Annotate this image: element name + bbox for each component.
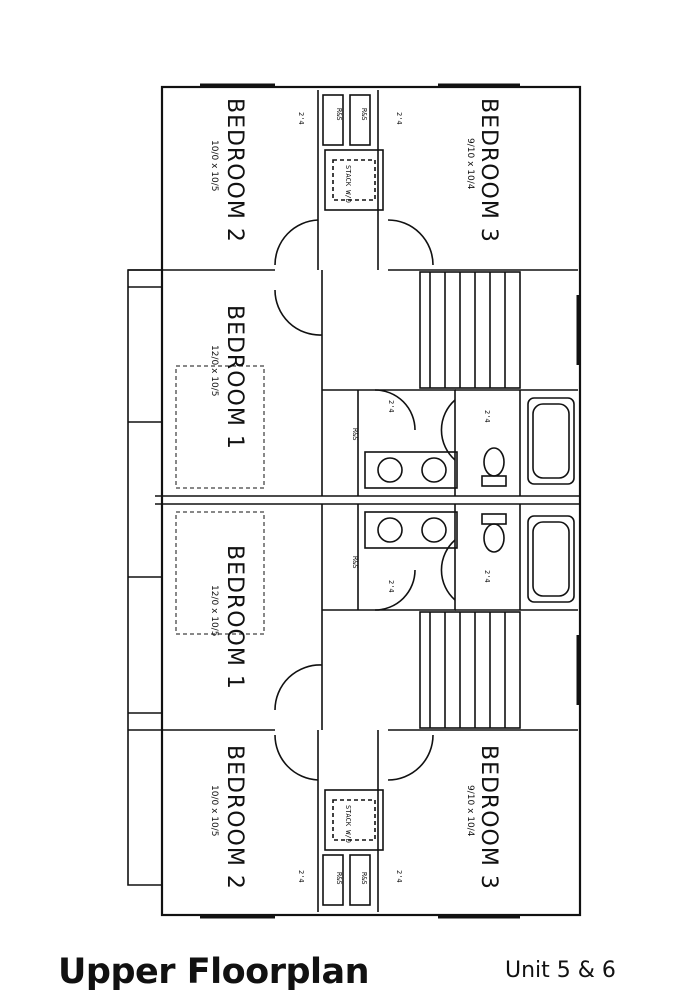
shelf-tag: R&S — [351, 428, 359, 441]
shelf-tag: R&S — [360, 108, 368, 121]
stairs-top — [419, 271, 521, 389]
door-tag: 2'4 — [387, 400, 395, 413]
partition — [321, 504, 375, 730]
toilet — [483, 447, 505, 477]
vanity — [364, 511, 458, 549]
stack-tag: STACK W/D — [344, 805, 352, 843]
outer-wall — [160, 85, 582, 917]
bedroom3-dim-top: 9/10 x 10/4 — [465, 138, 475, 190]
bay-wall — [128, 286, 162, 714]
bed-outline — [175, 365, 265, 489]
partition — [128, 729, 578, 912]
bedroom3-label-bottom: BEDROOM 3 — [476, 745, 501, 890]
bathtub — [527, 397, 575, 485]
stack-tag: STACK W/D — [344, 165, 352, 203]
door-tag: 2'4 — [395, 870, 403, 883]
partition — [455, 504, 578, 611]
bedroom1-label-bottom: BEDROOM 1 — [222, 545, 247, 690]
closet — [322, 94, 344, 146]
closet — [322, 854, 344, 906]
bedroom2-label-bottom: BEDROOM 2 — [222, 745, 247, 890]
toilet — [483, 523, 505, 553]
bedroom2-label-top: BEDROOM 2 — [222, 98, 247, 243]
bedroom2-dim-top: 10/0 x 10/5 — [209, 140, 219, 191]
bedroom3-label-top: BEDROOM 3 — [476, 98, 501, 243]
bedroom3-dim-bottom: 9/10 x 10/4 — [465, 785, 475, 837]
shelf-tag: R&S — [351, 556, 359, 569]
door-tag: 2'4 — [483, 570, 491, 583]
shelf-tag: R&S — [335, 872, 343, 885]
bedroom2-dim-bottom: 10/0 x 10/5 — [209, 785, 219, 836]
bedroom1-label-top: BEDROOM 1 — [222, 305, 247, 450]
partition — [455, 389, 578, 496]
door-tag: 2'4 — [483, 410, 491, 423]
vanity — [364, 451, 458, 489]
stairs-bottom — [419, 611, 521, 729]
door-tag: 2'4 — [395, 112, 403, 125]
windows — [200, 83, 520, 919]
door-swing — [274, 219, 434, 336]
shelf-tag: R&S — [360, 872, 368, 885]
door-tag: 2'4 — [387, 580, 395, 593]
unit-label: Unit 5 & 6 — [505, 958, 616, 983]
partition — [128, 90, 578, 271]
unit-divider — [155, 495, 580, 505]
door-tag: 2'4 — [297, 112, 305, 125]
shelf-tag: R&S — [335, 108, 343, 121]
bedroom1-dim-top: 12/0 x 10/5 — [209, 345, 219, 396]
stack-closet — [324, 789, 384, 851]
door-swing — [274, 664, 434, 781]
door-tag: 2'4 — [297, 870, 305, 883]
bathtub — [527, 515, 575, 603]
bedroom1-dim-bottom: 12/0 x 10/5 — [209, 585, 219, 636]
stack-closet — [324, 149, 384, 211]
floorplan-title: Upper Floorplan — [58, 952, 370, 992]
partition — [321, 270, 375, 496]
bed-outline — [175, 511, 265, 635]
